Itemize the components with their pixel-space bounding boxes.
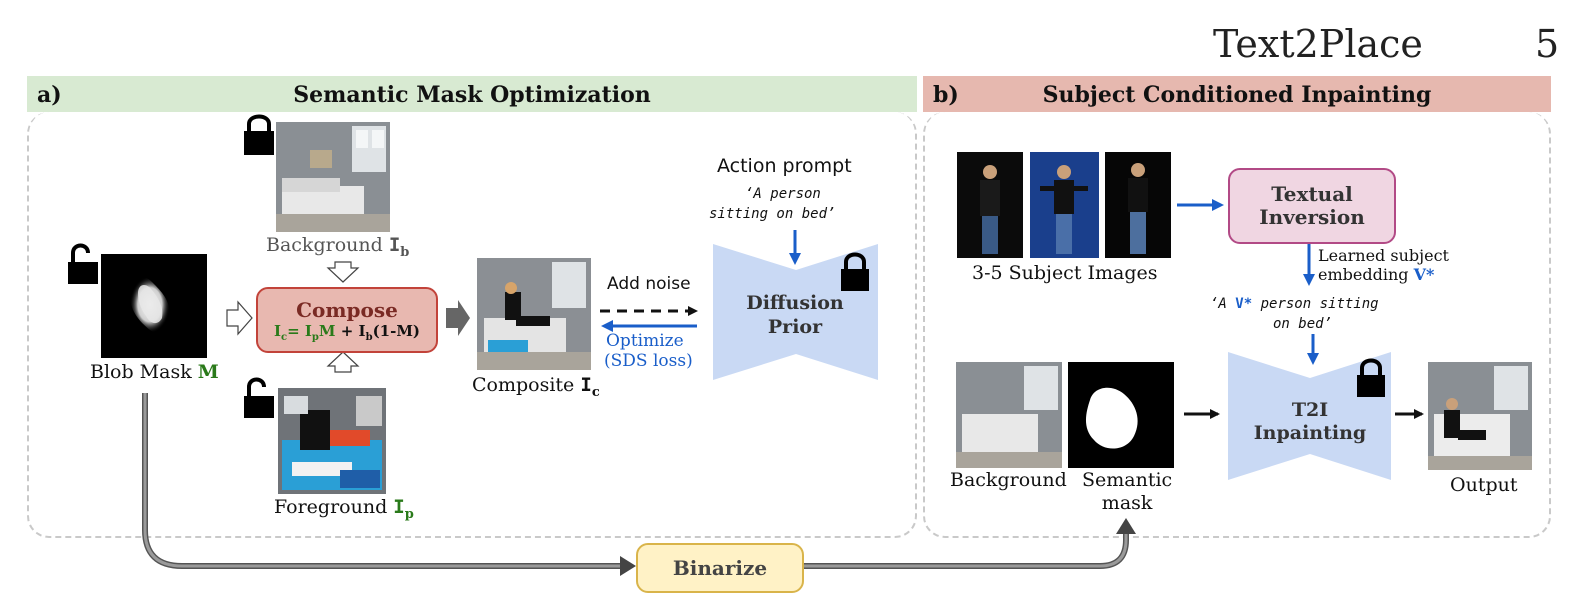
action-prompt-title: Action prompt	[717, 155, 852, 177]
binarize-path-out-core	[800, 534, 1128, 568]
diffusion-prior-shape	[713, 244, 878, 380]
panel-a-title: Semantic Mask Optimization	[293, 82, 651, 108]
compose-box: Compose Ic= IpM + Ib(1-M)	[256, 287, 438, 353]
t2i-inpainting-shape	[1228, 352, 1391, 480]
lock-icon-diffusion-prior	[841, 252, 869, 291]
subject-prompt-line1: ‘A V* person sitting	[1210, 296, 1379, 312]
page-number: 5	[1535, 22, 1560, 66]
sds-loss-label: (SDS loss)	[604, 351, 693, 371]
subject-image-1	[957, 152, 1023, 258]
binarize-path-in-core	[143, 393, 628, 568]
panel-a-frame	[27, 112, 917, 538]
subject-prompt-line2: on bed’	[1273, 316, 1333, 332]
foreground-noisy-image	[278, 388, 386, 494]
panel-b-label: b)	[933, 82, 959, 108]
optimize-label: Optimize	[606, 331, 684, 351]
foreground-caption: Foreground Ip	[274, 496, 414, 522]
composite-caption: Composite Ic	[472, 374, 600, 400]
output-caption: Output	[1450, 474, 1518, 496]
output-image	[1428, 362, 1532, 470]
inpaint-background-caption: Background	[950, 469, 1067, 491]
lock-icon-background	[244, 114, 274, 155]
add-noise-label: Add noise	[607, 274, 691, 294]
composite-image	[477, 258, 591, 370]
panel-b-frame	[923, 112, 1551, 538]
panel-b-title: Subject Conditioned Inpainting	[1042, 82, 1432, 108]
unlock-icon-foreground	[244, 377, 274, 418]
inpaint-background-image	[956, 362, 1062, 468]
binarize-box: Binarize	[636, 543, 804, 593]
diffusion-prior-label: Diffusion Prior	[746, 292, 844, 338]
background-caption: Background Ib	[266, 234, 410, 260]
arrow-blob-to-compose	[226, 300, 253, 336]
semantic-mask-caption: Semantic mask	[1082, 469, 1173, 514]
textual-inversion-box: Textual Inversion	[1228, 168, 1396, 244]
subject-image-3	[1105, 152, 1171, 258]
arrow-compose-to-composite	[446, 300, 470, 336]
arrow-foreground-to-compose	[326, 351, 360, 373]
learned-embedding-label: Learned subject embedding V*	[1318, 246, 1449, 285]
panel-a-label: a)	[37, 82, 62, 108]
unlock-icon-blob	[68, 243, 98, 284]
blob-mask-image	[101, 254, 207, 358]
arrow-background-to-compose	[326, 261, 360, 283]
t2i-inpainting-label: T2I Inpainting	[1253, 399, 1367, 444]
subject-image-2	[1030, 152, 1099, 258]
compose-title: Compose	[296, 297, 398, 322]
binarize-path-out	[800, 534, 1129, 569]
action-prompt-line1: ‘A person	[745, 186, 821, 202]
subject-images-caption: 3-5 Subject Images	[972, 262, 1158, 284]
blob-mask-caption: Blob Mask M	[90, 361, 219, 383]
semantic-mask-image	[1068, 362, 1174, 468]
panel-a-header: a) Semantic Mask Optimization	[27, 76, 917, 112]
background-room-image	[276, 122, 390, 232]
compose-formula: Ic= IpM + Ib(1-M)	[273, 321, 421, 343]
binarize-path-in	[142, 393, 628, 569]
action-prompt-line2: sitting on bed’	[709, 206, 836, 222]
lock-icon-t2i	[1357, 358, 1385, 397]
panel-b-header: b) Subject Conditioned Inpainting	[923, 76, 1551, 112]
paper-title: Text2Place	[1213, 22, 1423, 66]
